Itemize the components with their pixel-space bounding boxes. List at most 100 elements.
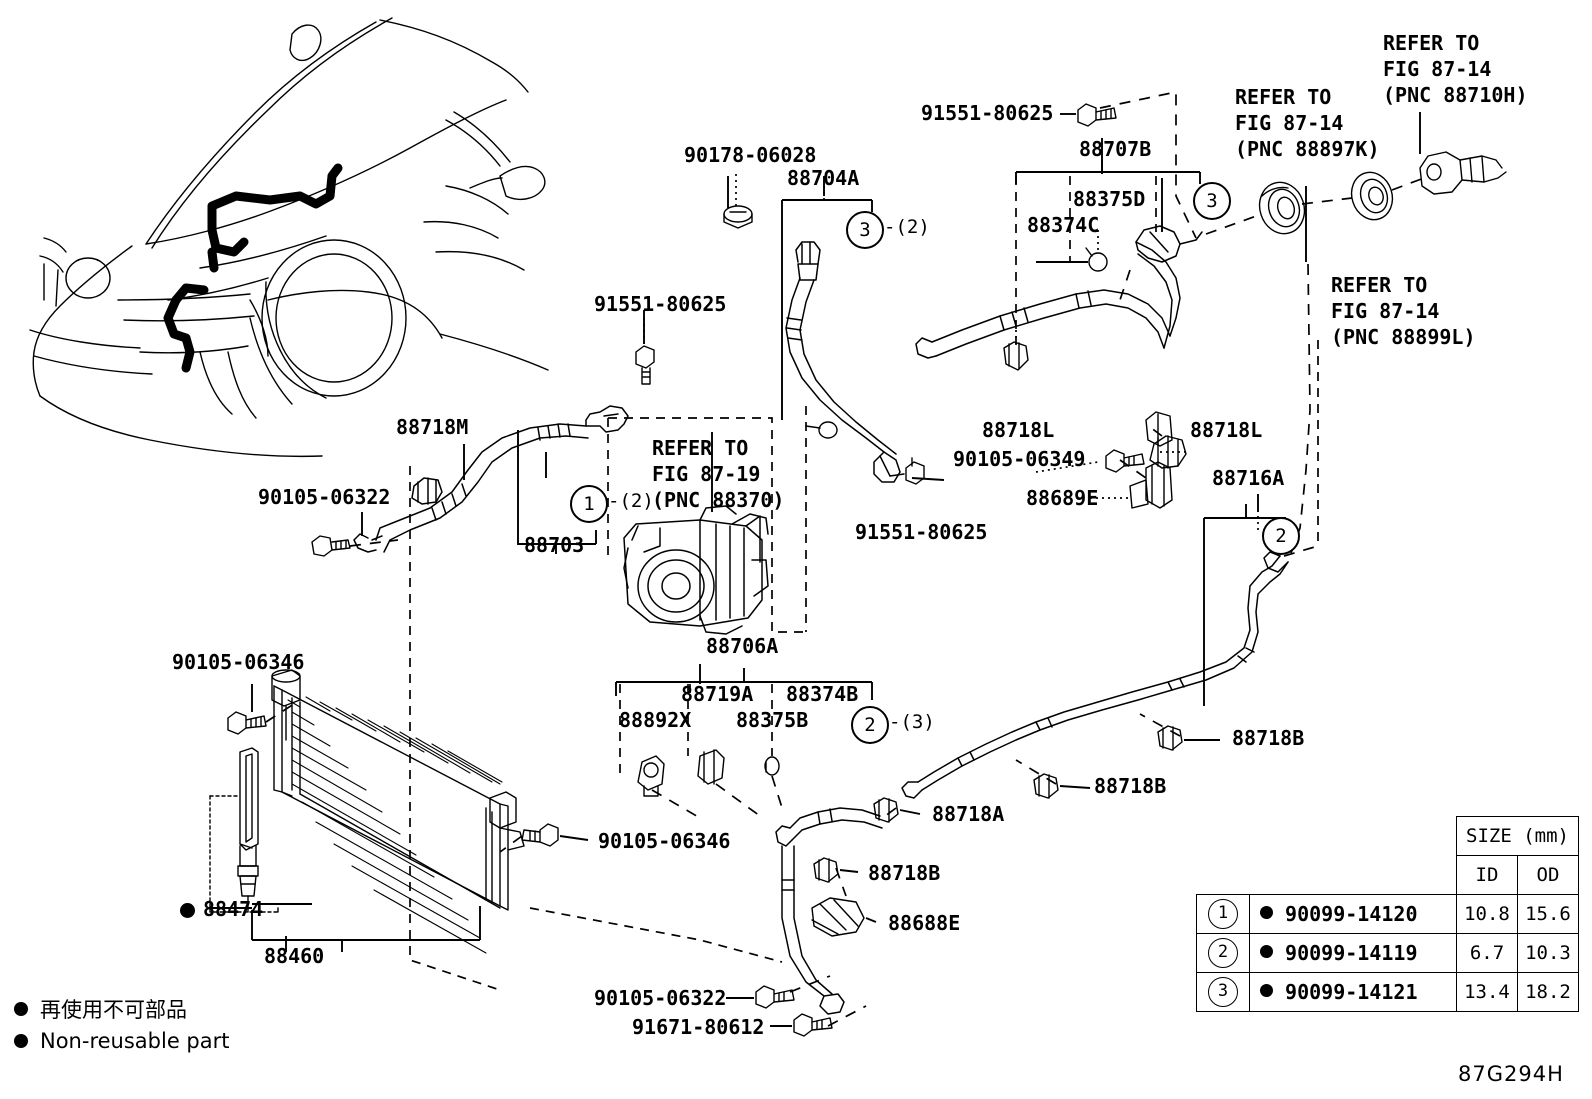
index-circle-2-right: 2 [1262, 517, 1300, 555]
label-bracket-88689E: 88689E [1026, 486, 1099, 510]
nonreusable-dot-icon-row1 [1260, 906, 1273, 919]
size-row-index-2: 2 [1196, 933, 1250, 973]
bolt-90105-06349 [1105, 449, 1145, 473]
size-table-blank-1 [1197, 817, 1250, 856]
nonreusable-dot-icon-en [14, 1034, 28, 1048]
legend-row-jp: 再使用不可部品 [14, 996, 229, 1022]
label-clamp-88718B-right: 88718B [1232, 726, 1305, 750]
assembly-dashed-lines [265, 90, 1425, 1027]
tube-88716A [901, 551, 1289, 799]
nut-90178-06028 [723, 205, 753, 229]
label-bolt-91551-80625-mid: 91551-80625 [594, 292, 727, 316]
figure-code: 87G294H [1458, 1062, 1564, 1086]
bolt-90105-06346-mid [521, 823, 559, 847]
label-oring-88474: 88474 [203, 897, 264, 921]
label-bolt-90105-06322-left: 90105-06322 [258, 485, 391, 509]
size-table-header-od: OD [1517, 855, 1579, 895]
size-table-header-row: SIZE (mm) [1197, 816, 1579, 856]
size-row-od-1: 15.6 [1517, 894, 1579, 934]
size-row-od-2: 10.3 [1517, 933, 1579, 973]
clamp-88718L-left [1003, 341, 1029, 371]
condenser-assembly [271, 669, 525, 954]
group-brackets [210, 160, 1287, 952]
index-circle-2-bottom: 2 [851, 706, 889, 744]
qty-2-bottom: -(3) [889, 711, 935, 733]
label-bolt-90105-06322-bottom: 90105-06322 [594, 986, 727, 1010]
label-oring-88375B: 88375B [736, 708, 809, 732]
label-hose-88707B: 88707B [1079, 137, 1152, 161]
bracket-88689E [1129, 411, 1173, 509]
size-row-part-number-2: 90099-14119 [1285, 941, 1418, 965]
nonreusable-dot-icon-jp [14, 1002, 28, 1016]
size-row-id-2: 6.7 [1456, 933, 1518, 973]
label-tube-88706A: 88706A [706, 634, 779, 658]
size-row-part-3: 90099-14121 [1249, 972, 1457, 1012]
legend-row-en: Non-reusable part [14, 1028, 229, 1054]
bolt-91551-80625-top [1077, 103, 1117, 127]
group-boundary-boxes [409, 176, 1319, 991]
label-ref-88899L: REFER TO FIG 87-14 (PNC 88899L) [1331, 273, 1476, 349]
size-row-part-1: 90099-14120 [1249, 894, 1457, 934]
clamp-88718B-low [813, 857, 839, 883]
clamp-88718B-mid [1033, 773, 1059, 799]
bolt-90105-06346-top [227, 711, 267, 735]
index-circle-3-right: 3 [1193, 182, 1231, 220]
nonreusable-dot-icon-row3 [1260, 984, 1273, 997]
size-row-index-3: 3 [1196, 972, 1250, 1012]
hose-88703 [353, 405, 629, 553]
legend-en-text: Non-reusable part [40, 1029, 230, 1053]
oring-88899L [1350, 171, 1394, 221]
oring-88375B [764, 756, 780, 776]
index-circle-1-mid: 1 [570, 485, 608, 523]
table-row: 2 90099-14119 6.7 10.3 [1196, 933, 1579, 973]
hose-88707B [915, 225, 1203, 359]
label-clamp-88718M: 88718M [396, 415, 469, 439]
sensor-88892X [637, 755, 665, 797]
label-clamp-88718L-right: 88718L [1190, 418, 1263, 442]
bolt-90105-06322-left [311, 535, 351, 557]
label-valve-88719A: 88719A [681, 682, 754, 706]
union-88710H [1419, 151, 1507, 195]
size-row-part-2: 90099-14119 [1249, 933, 1457, 973]
size-row-od-3: 18.2 [1517, 972, 1579, 1012]
label-bolt-91551-80625-low: 91551-80625 [855, 520, 988, 544]
label-clamp-88718B-low: 88718B [868, 861, 941, 885]
bracket-88688E [811, 897, 865, 937]
bolt-90105-06322-bottom [755, 985, 795, 1009]
size-table-blank-3 [1197, 856, 1250, 895]
qty-1-mid: -(2) [608, 490, 654, 512]
size-row-part-number-1: 90099-14120 [1285, 902, 1418, 926]
clamp-88718A [873, 797, 899, 823]
size-table-subheader-row: ID OD [1197, 855, 1579, 895]
table-row: 3 90099-14121 13.4 18.2 [1196, 972, 1579, 1012]
size-row-part-number-3: 90099-14121 [1285, 980, 1418, 1004]
vehicle-illustration [29, 17, 549, 458]
size-table-blank-4 [1250, 856, 1457, 895]
label-tube-88716A: 88716A [1212, 466, 1285, 490]
label-oring-88375D: 88375D [1073, 187, 1146, 211]
label-bolt-91551-80625-top: 91551-80625 [921, 101, 1054, 125]
label-oring-88374C: 88374C [1027, 213, 1100, 237]
index-circle-1: 1 [1208, 899, 1238, 929]
label-bracket-88688E: 88688E [888, 911, 961, 935]
bolt-91671-80612 [793, 1013, 833, 1037]
table-row: 1 90099-14120 10.8 15.6 [1196, 894, 1579, 934]
label-clamp-88718L-left: 88718L [982, 418, 1055, 442]
hose-88704A [785, 241, 901, 483]
nonreusable-dot-icon-row2 [1260, 945, 1273, 958]
size-table: SIZE (mm) ID OD 1 90099-14120 10.8 15.6 … [1196, 816, 1579, 1012]
index-circle-3-top: 3 [846, 211, 884, 249]
label-bolt-91671-80612: 91671-80612 [632, 1015, 765, 1039]
label-sensor-88892X: 88892X [619, 708, 692, 732]
index-circle-3: 3 [1208, 977, 1238, 1007]
size-row-id-1: 10.8 [1456, 894, 1518, 934]
label-condenser-88460: 88460 [264, 944, 325, 968]
legend-jp-text: 再使用不可部品 [40, 998, 187, 1022]
receiver-drier [209, 747, 279, 913]
oring-88897K [1258, 181, 1306, 235]
label-hose-88703: 88703 [524, 533, 585, 557]
label-bolt-90105-06349: 90105-06349 [953, 447, 1086, 471]
compressor-assembly [623, 505, 769, 635]
